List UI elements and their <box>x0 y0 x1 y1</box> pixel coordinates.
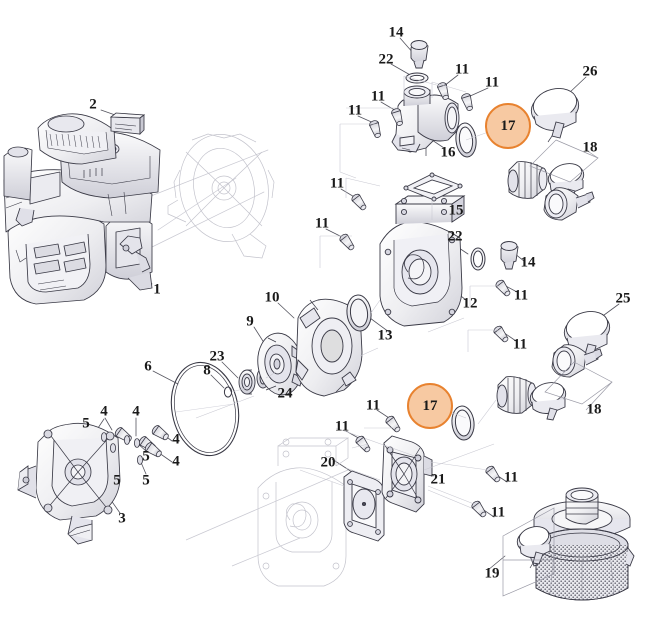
callout-label-22[interactable]: 22 <box>447 228 463 245</box>
callout-label-18[interactable]: 18 <box>582 139 598 156</box>
callout-label-5[interactable]: 5 <box>142 448 150 465</box>
highlighted-callout-17[interactable]: 17 <box>485 103 531 149</box>
callout-label-11[interactable]: 11 <box>454 61 470 78</box>
callout-label-11[interactable]: 11 <box>347 102 363 119</box>
callout-label-11[interactable]: 11 <box>490 504 506 521</box>
callout-label-11[interactable]: 11 <box>314 215 330 232</box>
callout-label-4[interactable]: 4 <box>132 403 140 420</box>
callout-label-23[interactable]: 23 <box>209 348 225 365</box>
callout-label-18[interactable]: 18 <box>586 401 602 418</box>
callout-label-20[interactable]: 20 <box>320 454 336 471</box>
callout-label-3[interactable]: 3 <box>118 510 126 527</box>
callout-label-11[interactable]: 11 <box>503 469 519 486</box>
callout-label-4[interactable]: 4 <box>172 453 180 470</box>
highlighted-callout-label: 17 <box>500 117 516 134</box>
callout-label-13[interactable]: 13 <box>377 327 393 344</box>
callout-label-19[interactable]: 19 <box>484 565 500 582</box>
callout-label-11[interactable]: 11 <box>370 88 386 105</box>
callout-label-11[interactable]: 11 <box>365 397 381 414</box>
callout-label-24[interactable]: 24 <box>277 385 293 402</box>
callout-label-11[interactable]: 11 <box>329 175 345 192</box>
callout-label-16[interactable]: 16 <box>440 144 456 161</box>
callout-label-5[interactable]: 5 <box>142 472 150 489</box>
callout-label-4[interactable]: 4 <box>172 431 180 448</box>
callout-label-2[interactable]: 2 <box>89 96 97 113</box>
callout-label-15[interactable]: 15 <box>448 202 464 219</box>
callout-label-25[interactable]: 25 <box>615 290 631 307</box>
callout-label-22[interactable]: 22 <box>378 51 394 68</box>
callout-label-4[interactable]: 4 <box>100 403 108 420</box>
callout-label-8[interactable]: 8 <box>203 362 211 379</box>
callout-label-5[interactable]: 5 <box>113 472 121 489</box>
callout-label-5[interactable]: 5 <box>82 415 90 432</box>
callout-label-21[interactable]: 21 <box>430 471 446 488</box>
callout-label-12[interactable]: 12 <box>462 295 478 312</box>
callout-label-11[interactable]: 11 <box>512 336 528 353</box>
callout-label-11[interactable]: 11 <box>484 74 500 91</box>
callout-label-1[interactable]: 1 <box>153 281 161 298</box>
callout-label-14[interactable]: 14 <box>520 254 536 271</box>
callout-label-26[interactable]: 26 <box>582 63 598 80</box>
callout-label-10[interactable]: 10 <box>264 289 280 306</box>
callout-label-6[interactable]: 6 <box>144 358 152 375</box>
callout-label-9[interactable]: 9 <box>246 313 254 330</box>
highlighted-callout-label: 17 <box>422 397 438 414</box>
callout-label-14[interactable]: 14 <box>388 24 404 41</box>
callout-label-11[interactable]: 11 <box>334 418 350 435</box>
callout-label-11[interactable]: 11 <box>513 287 529 304</box>
highlighted-callout-17[interactable]: 17 <box>407 383 453 429</box>
